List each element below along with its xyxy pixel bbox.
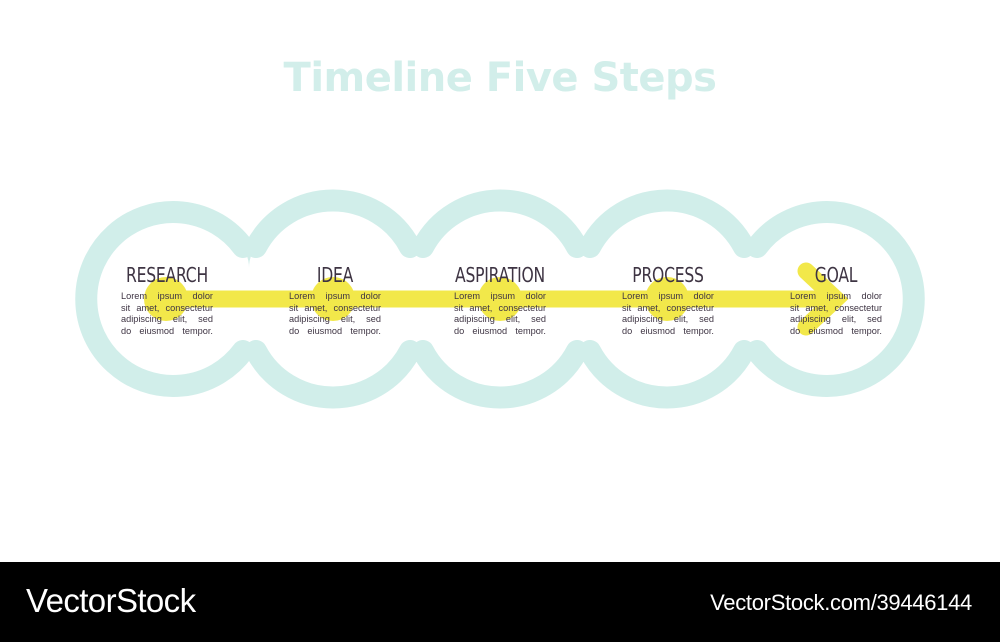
ring-group — [75, 189, 925, 409]
step-research: RESEARCH Lorem ipsum dolor sit amet, con… — [121, 262, 213, 337]
step-description-line: sit amet, consectetur — [289, 302, 381, 313]
step-description-line: adipiscing elit, sed — [454, 314, 546, 325]
ring-2-bottom — [245, 340, 421, 409]
step-heading: RESEARCH — [126, 263, 208, 287]
watermark-footer: VectorStock VectorStock.com/39446144 — [0, 562, 1000, 642]
step-description-line: adipiscing elit, sed — [790, 314, 882, 325]
step-description-line: Lorem ipsum dolor — [121, 291, 213, 301]
step-description-line: Lorem ipsum dolor — [790, 291, 882, 301]
step-heading: ASPIRATION — [455, 263, 545, 287]
step-description-line: adipiscing elit, sed — [622, 314, 714, 325]
step-description-line: Lorem ipsum dolor — [454, 291, 546, 301]
step-description-line: do eiusmod tempor. — [622, 325, 714, 336]
step-description: Lorem ipsum dolor sit amet, consectetur … — [622, 291, 714, 337]
step-description-line: adipiscing elit, sed — [121, 314, 213, 325]
milestone-dot-3 — [478, 277, 522, 321]
step-idea: IDEA Lorem ipsum dolor sit amet, consect… — [289, 262, 381, 337]
ring-3-bottom — [412, 340, 588, 409]
milestone-dot-4 — [645, 277, 689, 321]
step-description-line: Lorem ipsum dolor — [622, 291, 714, 301]
step-description: Lorem ipsum dolor sit amet, consectetur … — [289, 291, 381, 337]
footer-image-id: VectorStock.com/39446144 — [710, 590, 972, 615]
page-title: Timeline Five Steps — [283, 55, 717, 101]
step-description-line: do eiusmod tempor. — [790, 325, 882, 336]
ring-4-top — [579, 189, 755, 258]
step-description: Lorem ipsum dolor sit amet, consectetur … — [454, 291, 546, 337]
arrow-group — [144, 262, 849, 336]
step-description-line: sit amet, consectetur — [121, 302, 213, 313]
arrow-head — [797, 262, 849, 336]
step-heading: PROCESS — [632, 263, 704, 287]
step-description-line: do eiusmod tempor. — [289, 325, 381, 336]
step-description-line: do eiusmod tempor. — [121, 325, 213, 336]
step-aspiration: ASPIRATION Lorem ipsum dolor sit amet, c… — [454, 262, 546, 337]
step-description-line: Lorem ipsum dolor — [289, 291, 381, 301]
milestone-dot-1 — [144, 277, 188, 321]
ring-3-top — [412, 189, 588, 258]
ring-2-top — [245, 189, 421, 258]
step-description-line: sit amet, consectetur — [454, 302, 546, 313]
ring-1 — [75, 201, 254, 397]
step-goal: GOAL Lorem ipsum dolor sit amet, consect… — [790, 262, 882, 337]
ring-4-bottom — [579, 340, 755, 409]
step-heading: GOAL — [814, 263, 858, 287]
milestone-dot-2 — [311, 277, 355, 321]
ring-5 — [746, 201, 925, 397]
timeline-diagram — [75, 189, 925, 409]
step-description-line: sit amet, consectetur — [622, 302, 714, 313]
step-heading: IDEA — [316, 263, 354, 287]
step-description-line: do eiusmod tempor. — [454, 325, 546, 336]
step-description: Lorem ipsum dolor sit amet, consectetur … — [790, 291, 882, 337]
junction-1-top — [236, 240, 262, 276]
step-description-line: adipiscing elit, sed — [289, 314, 381, 325]
footer-brand-logo: VectorStock — [26, 582, 196, 619]
step-process: PROCESS Lorem ipsum dolor sit amet, cons… — [622, 262, 714, 337]
step-description-line: sit amet, consectetur — [790, 302, 882, 313]
step-description: Lorem ipsum dolor sit amet, consectetur … — [121, 291, 213, 337]
